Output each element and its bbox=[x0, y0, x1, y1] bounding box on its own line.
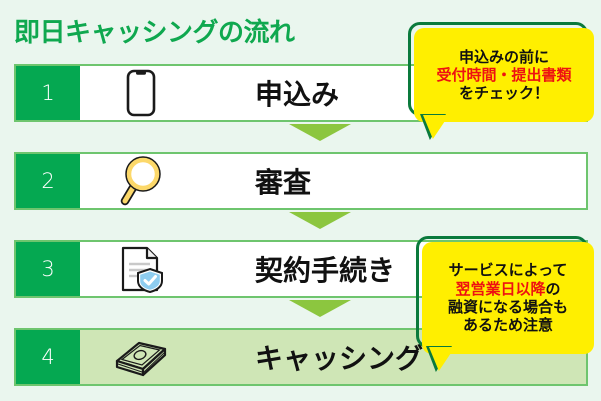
step-label-4: キャッシング bbox=[255, 342, 424, 375]
magnifier-icon bbox=[112, 155, 170, 207]
callout-1-line-2: 受付時間・提出書類 bbox=[436, 65, 572, 84]
callout-2-line-2: 翌営業日以降の bbox=[455, 280, 560, 298]
callout-1-line-1: 申込みの前に bbox=[458, 47, 549, 66]
callout-1-line-3: をチェック！ bbox=[458, 84, 549, 103]
step-row-2: 2 審査 bbox=[14, 152, 588, 210]
step-body-4: キャッシング bbox=[80, 330, 586, 384]
smartphone-icon bbox=[112, 67, 170, 119]
arrow-step1-to-step2 bbox=[289, 124, 351, 141]
step-label-1: 申込み bbox=[255, 78, 340, 111]
step-number-4: 4 bbox=[16, 330, 80, 384]
step-label-2: 審査 bbox=[255, 166, 312, 199]
step-label-3: 契約手続き bbox=[255, 254, 396, 287]
document-shield-icon bbox=[112, 243, 170, 295]
step-body-3: 契約手続き bbox=[80, 242, 586, 296]
arrow-step3-to-step4 bbox=[289, 300, 351, 317]
callout-application-notice: 申込みの前に 受付時間・提出書類 をチェック！ bbox=[408, 22, 594, 140]
step-number-1: 1 bbox=[16, 66, 80, 120]
callout-2-line-4: あるため注意 bbox=[462, 316, 553, 335]
step-body-2: 審査 bbox=[80, 154, 586, 208]
step-number-2: 2 bbox=[16, 154, 80, 208]
arrow-step2-to-step3 bbox=[289, 212, 351, 229]
callout-2-line-3: 融資になる場合も bbox=[447, 298, 568, 316]
step-number-3: 3 bbox=[16, 242, 80, 296]
callout-body-1: 申込みの前に 受付時間・提出書類 をチェック！ bbox=[414, 28, 594, 122]
callout-2-line-1: サービスによって bbox=[448, 261, 568, 280]
cash-stack-icon bbox=[112, 331, 170, 383]
callout-2-line-2-red: 翌営業日以降 bbox=[455, 279, 546, 298]
page-title: 即日キャッシングの流れ bbox=[14, 18, 295, 48]
callout-funding-notice: サービスによって 翌営業日以降の 融資になる場合も あるため注意 bbox=[416, 236, 594, 372]
callout-body-2: サービスによって 翌営業日以降の 融資になる場合も あるため注意 bbox=[422, 242, 594, 354]
step-body-1: 申込み bbox=[80, 66, 586, 120]
callout-2-line-2-suffix: の bbox=[545, 279, 561, 298]
